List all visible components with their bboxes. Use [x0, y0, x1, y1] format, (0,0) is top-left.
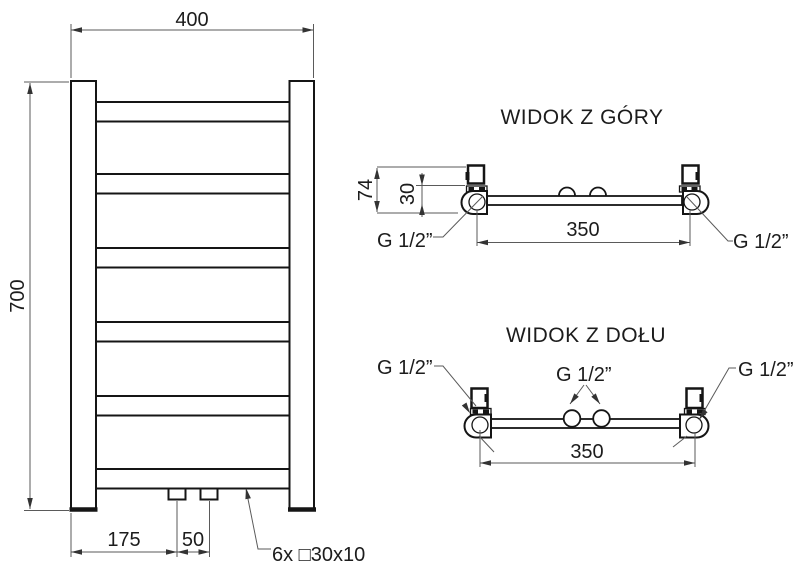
- arrow-icon: [480, 460, 491, 466]
- arrow-icon: [461, 402, 470, 414]
- bracket-pad: [681, 187, 687, 192]
- collector-tube: [487, 418, 684, 429]
- bottom-view: WIDOK Z DOŁU: [377, 324, 794, 467]
- arrow-icon: [198, 549, 210, 555]
- top-view: WIDOK Z GÓRY: [355, 106, 789, 253]
- dim-height: 700: [7, 81, 69, 511]
- valve-port: [685, 416, 703, 434]
- leader-tail: [672, 435, 688, 448]
- thread-label: G 1/2”: [738, 359, 794, 381]
- bracket-clip: [465, 172, 470, 180]
- profile-note: 6x □30x10: [245, 488, 365, 566]
- bracket-pad: [697, 409, 703, 414]
- dim-centers-label: 350: [570, 441, 603, 463]
- valve-body: [460, 190, 488, 215]
- arrow-icon: [177, 549, 188, 555]
- arrow-icon: [302, 27, 314, 33]
- dim-height-label: 700: [7, 279, 29, 312]
- right-collector: [288, 80, 315, 511]
- dim-width-label: 400: [175, 9, 208, 31]
- arrow-icon: [71, 27, 82, 33]
- right-valve-assembly: [678, 164, 710, 215]
- bracket-pad: [472, 409, 478, 414]
- arrow-icon: [699, 409, 708, 420]
- bracket-pad: [479, 187, 485, 192]
- arrow-icon: [374, 201, 380, 212]
- thread-label: G 1/2”: [377, 230, 433, 252]
- dim-pitch-label: 175: [107, 529, 140, 551]
- thread-label: G 1/2”: [733, 231, 789, 253]
- dim-spacing-label: 50: [182, 529, 204, 551]
- dim-width: 400: [70, 9, 314, 78]
- bracket-clip: [695, 172, 700, 180]
- bottom-connector-left: [167, 487, 187, 501]
- arrow-icon: [166, 549, 177, 555]
- bracket-pad: [483, 409, 489, 414]
- arrow-icon: [374, 168, 380, 179]
- center-boss: [592, 409, 611, 428]
- rung: [95, 247, 291, 269]
- dim-depth-label: 74: [355, 179, 377, 201]
- arrow-icon: [570, 393, 579, 404]
- arrow-icon: [71, 549, 82, 555]
- thread-callout-left: G 1/2”: [377, 195, 484, 252]
- arrow-icon: [27, 498, 33, 509]
- arrow-icon: [419, 174, 425, 186]
- thread-callout-left: G 1/2”: [377, 357, 495, 453]
- arrow-icon: [591, 393, 600, 404]
- front-view: 400 700 175 50 6x □30x1: [7, 9, 365, 566]
- bracket-clip: [484, 394, 489, 402]
- dim-axis-label: 30: [397, 183, 419, 205]
- profile-note-label: 6x □30x10: [272, 544, 365, 566]
- left-valve-assembly: [469, 387, 492, 416]
- rung: [95, 101, 291, 123]
- top-view-title: WIDOK Z GÓRY: [500, 106, 663, 129]
- arrow-icon: [477, 239, 488, 246]
- bottom-connector-right: [199, 487, 219, 501]
- bracket-pad: [468, 187, 474, 192]
- left-valve-assembly: [460, 164, 488, 215]
- collector-tube: [486, 195, 683, 206]
- rung: [95, 173, 291, 195]
- arrow-icon: [679, 239, 690, 246]
- bracket-pad: [691, 187, 698, 192]
- thread-callout-right: G 1/2”: [672, 359, 794, 448]
- valve-port: [683, 193, 701, 211]
- rung: [95, 468, 291, 490]
- valve-body: [679, 413, 710, 439]
- bracket-clip: [699, 394, 704, 402]
- dim-axis: 30: [397, 173, 465, 217]
- bottom-view-title: WIDOK Z DOŁU: [506, 324, 666, 347]
- arrow-icon: [27, 83, 33, 94]
- dim-centers-bottom: 350: [479, 430, 696, 467]
- leader-tail: [478, 435, 495, 453]
- thread-callout-center: G 1/2”: [556, 364, 612, 405]
- thread-label: G 1/2”: [377, 357, 433, 379]
- left-collector: [70, 80, 97, 511]
- rung: [95, 395, 291, 417]
- wall-bracket: [466, 164, 486, 185]
- arrow-icon: [245, 488, 251, 500]
- bracket-pad: [686, 409, 692, 414]
- valve-body: [682, 190, 710, 215]
- arrow-icon: [684, 460, 695, 466]
- dim-centers-top: 350: [476, 210, 691, 246]
- thread-label: G 1/2”: [556, 364, 612, 386]
- dim-depth: 74: [355, 166, 466, 214]
- right-valve-assembly: [683, 387, 706, 416]
- arrow-icon: [419, 204, 425, 215]
- radiator-rungs: [95, 101, 291, 490]
- dim-bottom-connections: 175 50: [70, 501, 210, 557]
- thread-callout-right: G 1/2”: [686, 196, 789, 253]
- dim-centers-label: 350: [566, 219, 599, 241]
- center-boss: [562, 409, 582, 428]
- rung: [95, 321, 291, 343]
